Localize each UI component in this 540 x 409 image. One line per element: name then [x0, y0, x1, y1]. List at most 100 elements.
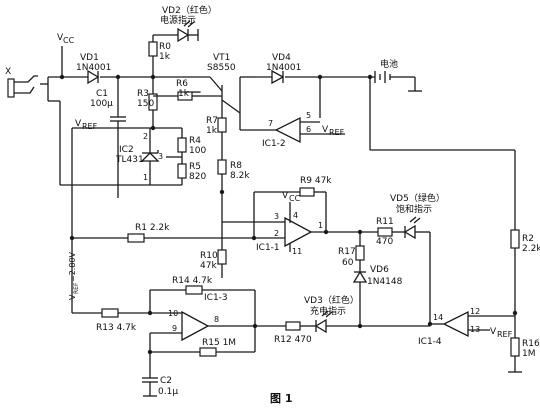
ic1-4-opamp: 14 12 13 V REF IC1-4: [418, 307, 515, 347]
vd3-desc: 充电指示: [310, 305, 346, 317]
r8-resistor: R8 8.2k: [217, 158, 250, 192]
ic2-part: TL431: [115, 155, 144, 165]
ic1-1-pin-11: 11: [292, 247, 302, 256]
ic1-1-pin-4: 4: [293, 211, 298, 220]
ic1-3-opamp: R13 4.7k R14 4.7k IC1-3 10 9 8 R15 1M C2…: [72, 276, 286, 397]
c1-capacitor: C1 100μ: [90, 74, 126, 198]
ic1-2-label: IC1-2: [262, 139, 286, 149]
ic1-3-pin-9: 9: [172, 324, 177, 333]
vref-rail-label: V REF =2.80V: [68, 251, 80, 300]
r9-label: R9 47k: [300, 176, 332, 186]
r4-label: R4: [189, 136, 201, 146]
r0-label: R0: [159, 42, 171, 52]
r10-value: 47k: [200, 261, 217, 271]
vd1-label: VD1: [80, 53, 99, 63]
vd2-power-led: VD2（红色） 电源指示 R0 1k: [148, 4, 217, 77]
vt1-part: S8550: [207, 63, 236, 73]
vd5-saturation-led: R11 470 VD5（绿色） 饱和指示: [360, 192, 445, 324]
r12-label: R12 470: [274, 335, 312, 345]
battery-label: 电池: [380, 58, 398, 70]
ic2-label: IC2: [119, 145, 134, 155]
vd3-label: VD3（红色）: [304, 294, 359, 306]
ic1-3-label: IC1-3: [204, 293, 228, 303]
r2-value: 2.2k: [522, 244, 540, 254]
ic1-1-pin-1: 1: [318, 221, 323, 230]
ic1-4-label: IC1-4: [418, 337, 442, 347]
r7-value: 1k: [206, 126, 218, 136]
r6-value: 1k: [178, 89, 190, 99]
r11-label: R11: [376, 217, 394, 227]
ic1-4-pin-13: 13: [470, 325, 480, 334]
ic1-4-pin-14: 14: [433, 313, 443, 322]
vref-left-sub: REF: [82, 122, 98, 131]
r16-label: R16: [522, 339, 540, 349]
r13-label: R13 4.7k: [96, 323, 137, 333]
r10-resistor: R10 47k: [200, 222, 227, 278]
vd5-desc: 饱和指示: [396, 203, 432, 215]
r6-resistor: R6 1k: [153, 79, 200, 101]
vcc-ic-sub: CC: [289, 194, 301, 203]
vt1-label: VT1: [213, 53, 230, 63]
ic1-2-pin-6: 6: [306, 125, 311, 134]
r1-label: R1 2.2k: [135, 223, 170, 233]
c1-label: C1: [96, 89, 108, 99]
vd4-diode: VD4 1N4001: [266, 53, 301, 85]
vd6-label: VD6: [370, 265, 389, 275]
figure-caption: 图 1: [270, 392, 292, 405]
battery: 电池: [374, 58, 400, 83]
vcc-top-sub: CC: [63, 36, 75, 45]
r4-value: 100: [189, 146, 206, 156]
vd1-part: 1N4001: [76, 63, 111, 73]
ic1-1-opamp: R9 47k V CC 3 4 2 1 11 IC1-1: [221, 176, 360, 256]
r7-resistor: R7 1k: [206, 106, 227, 158]
r7-label: R7: [206, 116, 218, 126]
tl431-pin-1: 1: [143, 173, 148, 182]
ic1-4-vref-sub: REF: [497, 330, 513, 339]
ic1-1-pin-3: 3: [274, 212, 279, 221]
r3-value: 150: [137, 99, 154, 109]
tl431-pin-2: 2: [143, 132, 148, 141]
ic1-2-vref-sub: REF: [329, 128, 345, 137]
c2-label: C2: [160, 376, 172, 386]
vd1-diode: VD1 1N4001: [76, 53, 111, 85]
jack-x-label: X: [5, 67, 11, 77]
tl431-pin-3: 3: [158, 152, 163, 161]
r5-label: R5: [189, 162, 201, 172]
vd2-desc: 电源指示: [160, 14, 196, 26]
c2-value: 0.1μ: [158, 387, 178, 397]
vt1-transistor: VT1 S8550: [191, 53, 255, 114]
r2-r16-divider: R2 2.2k R16 1M: [369, 77, 540, 373]
r14-label: R14 4.7k: [172, 276, 213, 286]
ic1-2-opamp: 7 5 6 V REF IC1-2: [239, 77, 345, 149]
ic1-1-pin-2: 2: [274, 229, 279, 238]
ic1-1-label: IC1-1: [256, 243, 280, 253]
ic1-2-pin-5: 5: [306, 111, 311, 120]
r3-resistor: R3 150: [137, 77, 158, 128]
vd2-label: VD2（红色）: [162, 4, 217, 16]
ic1-2-vref: V: [322, 125, 329, 135]
r16-value: 1M: [522, 349, 536, 359]
vref-regulator-block: V REF 2 3 1 IC2 TL431 R4 100 R5 820: [72, 119, 206, 186]
vd4-part: 1N4001: [266, 63, 301, 73]
vd5-label: VD5（绿色）: [390, 192, 445, 204]
vd6-r17-branch: R17 60 VD6 1N4148: [338, 229, 403, 324]
vcc-ic-label: V: [282, 191, 289, 201]
input-jack-x: X: [5, 67, 49, 101]
r17-label: R17: [338, 247, 356, 257]
vcc-top-label: V: [57, 33, 64, 43]
vd3-charge-led: R12 470 VD3（红色） 充电指示: [274, 294, 430, 345]
ic1-4-pin-12: 12: [470, 307, 480, 316]
ic1-4-vref: V: [490, 327, 497, 337]
ic1-3-pin-10: 10: [168, 309, 178, 318]
r3-label: R3: [137, 89, 149, 99]
ic1-3-pin-8: 8: [214, 315, 219, 324]
r5-value: 820: [189, 172, 206, 182]
vref-left-label: V: [75, 119, 82, 129]
r17-value: 60: [342, 258, 354, 268]
ic1-2-pin-7: 7: [268, 119, 273, 128]
r8-label: R8: [230, 161, 242, 171]
r1-resistor: R1 2.2k: [71, 128, 254, 243]
vd4-label: VD4: [272, 53, 291, 63]
r8-value: 8.2k: [230, 171, 250, 181]
